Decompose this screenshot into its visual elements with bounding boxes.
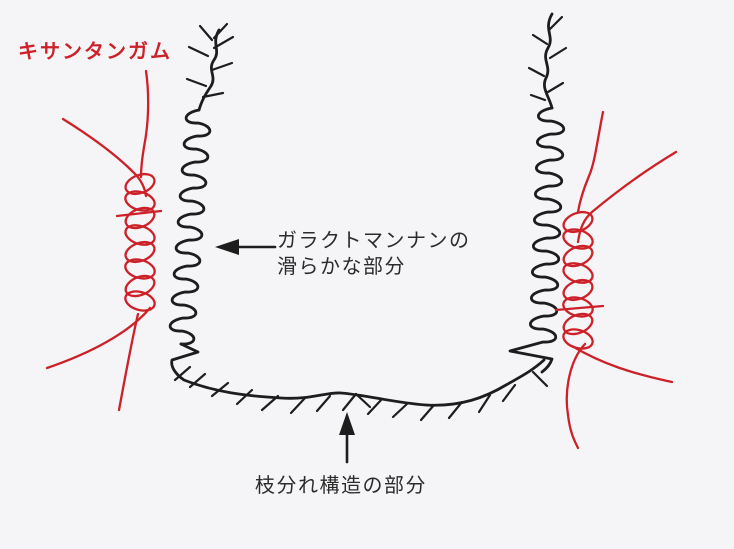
galactomannan-left-branched-top bbox=[185, 22, 235, 112]
galactomannan-left-smooth-chain bbox=[168, 108, 212, 346]
branched-region-label: 枝分れ構造の部分 bbox=[255, 473, 427, 497]
arrow-up-icon bbox=[339, 412, 355, 435]
galactomannan-right-smooth-chain bbox=[508, 106, 566, 374]
galactomannan-bottom-branched-chain bbox=[170, 342, 549, 422]
smooth-region-arrow bbox=[215, 239, 277, 255]
smooth-region-label-line2: 滑らかな部分 bbox=[277, 254, 406, 278]
xanthan-right-helix bbox=[554, 210, 605, 350]
arrow-left-icon bbox=[215, 239, 239, 255]
smooth-region-label: ガラクトマンナンの 滑らかな部分 bbox=[277, 227, 471, 279]
xanthan-gum-label: キサンタンガム bbox=[18, 39, 172, 63]
branched-region-arrow bbox=[339, 412, 355, 464]
xanthan-left-molecule bbox=[45, 69, 163, 412]
smooth-region-label-line1: ガラクトマンナンの bbox=[277, 228, 471, 252]
xanthan-right-molecule bbox=[554, 110, 678, 450]
galactomannan-right-branched-top bbox=[527, 12, 568, 110]
xanthan-left-helix bbox=[115, 172, 163, 312]
